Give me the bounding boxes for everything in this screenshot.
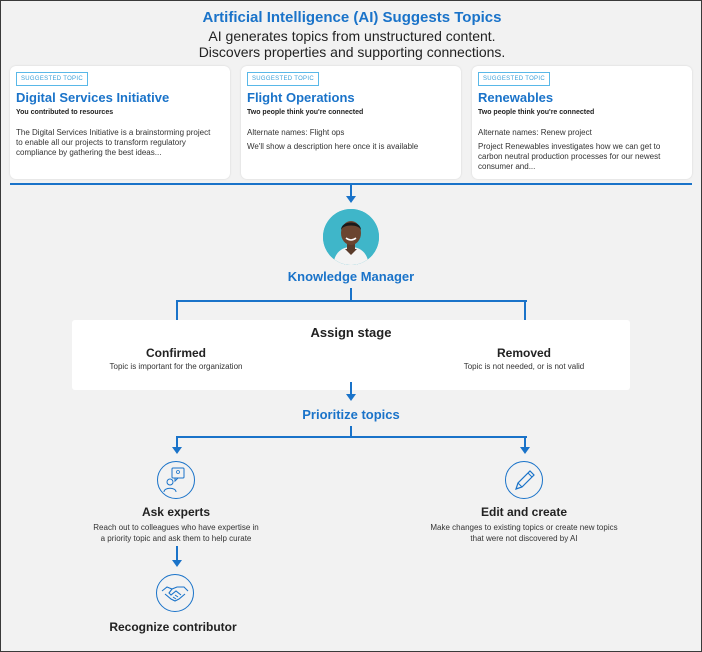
branch-line (176, 436, 527, 438)
description-line: a priority topic and ask them to help cu… (100, 534, 252, 543)
recognize-contributor-label: Recognize contributor (109, 620, 237, 634)
card-subtitle: You contributed to resources (16, 109, 114, 116)
connector-line (350, 426, 352, 437)
cards-divider-line (10, 183, 692, 185)
arrow-down-icon (520, 447, 530, 454)
card-description: Alternate names: Flight ops We'll show a… (247, 128, 462, 152)
card-text-line: We'll show a description here once it is… (247, 142, 419, 151)
ask-experts-title: Ask experts (141, 505, 211, 519)
card-text-line: Alternate names: Renew project (478, 128, 592, 137)
branch-line (176, 300, 527, 302)
card-title: Digital Services Initiative (16, 90, 170, 105)
card-text-line: to enable all our projects to transform … (16, 138, 186, 147)
card-text-line: The Digital Services Initiative is a bra… (16, 128, 211, 137)
topic-card-renewables[interactable]: SUGGESTED TOPIC Renewables Two people th… (472, 66, 692, 179)
subtitle-line-1: AI generates topics from unstructured co… (208, 28, 496, 44)
person-avatar (323, 209, 379, 265)
expert-icon (157, 461, 195, 499)
suggested-topic-badge: SUGGESTED TOPIC (478, 72, 550, 86)
connector-line (350, 185, 352, 196)
confirmed-label[interactable]: Confirmed (146, 346, 206, 360)
removed-label[interactable]: Removed (496, 346, 552, 360)
card-subtitle: Two people think you're connected (478, 109, 595, 116)
description-line: Reach out to colleagues who have experti… (93, 523, 259, 532)
subtitle-line-2: Discovers properties and supporting conn… (198, 44, 506, 60)
card-subtitle: Two people think you're connected (247, 109, 364, 116)
card-description: The Digital Services Initiative is a bra… (16, 128, 231, 158)
card-text-line: consumer and... (478, 162, 536, 171)
description-line: that were not discovered by AI (470, 534, 578, 543)
knowledge-manager-avatar (323, 209, 379, 265)
card-text-line: compliance by gathering the best ideas..… (16, 148, 162, 157)
arrow-down-icon (172, 447, 182, 454)
suggested-topic-badge: SUGGESTED TOPIC (247, 72, 319, 86)
suggested-topic-badge: SUGGESTED TOPIC (16, 72, 88, 86)
assign-stage-title: Assign stage (310, 325, 392, 340)
connector-line (350, 288, 352, 301)
card-title: Renewables (478, 90, 554, 105)
ask-experts-description: Reach out to colleagues who have experti… (56, 522, 296, 544)
knowledge-manager-label: Knowledge Manager (287, 269, 415, 284)
connector-line (350, 382, 352, 394)
connector-line (176, 300, 178, 331)
card-description: Alternate names: Renew project Project R… (478, 128, 693, 172)
card-text-line: carbon neutral production processes for … (478, 152, 661, 161)
edit-create-title: Edit and create (480, 505, 568, 519)
prioritize-topics-label: Prioritize topics (302, 407, 400, 422)
card-text-line: Alternate names: Flight ops (247, 128, 345, 137)
card-title: Flight Operations (247, 90, 355, 105)
connector-line (176, 436, 178, 447)
assign-stage-box: Assign stage Confirmed Topic is importan… (72, 320, 630, 390)
arrow-down-icon (172, 560, 182, 567)
pencil-icon (505, 461, 543, 499)
confirmed-description: Topic is important for the organization (109, 362, 243, 371)
card-text-line: Project Renewables investigates how we c… (478, 142, 661, 151)
diagram-title: Artificial Intelligence (AI) Suggests To… (202, 9, 502, 26)
connector-line (524, 436, 526, 447)
description-line: Make changes to existing topics or creat… (430, 523, 618, 532)
arrow-down-icon (346, 196, 356, 203)
connector-line (524, 300, 526, 331)
arrow-down-icon (346, 394, 356, 401)
connector-line (176, 546, 178, 560)
handshake-icon (156, 574, 194, 612)
edit-create-description: Make changes to existing topics or creat… (394, 522, 654, 544)
removed-description: Topic is not needed, or is not valid (463, 362, 585, 371)
topic-card-digital-services[interactable]: SUGGESTED TOPIC Digital Services Initiat… (10, 66, 230, 179)
topic-card-flight-operations[interactable]: SUGGESTED TOPIC Flight Operations Two pe… (241, 66, 461, 179)
